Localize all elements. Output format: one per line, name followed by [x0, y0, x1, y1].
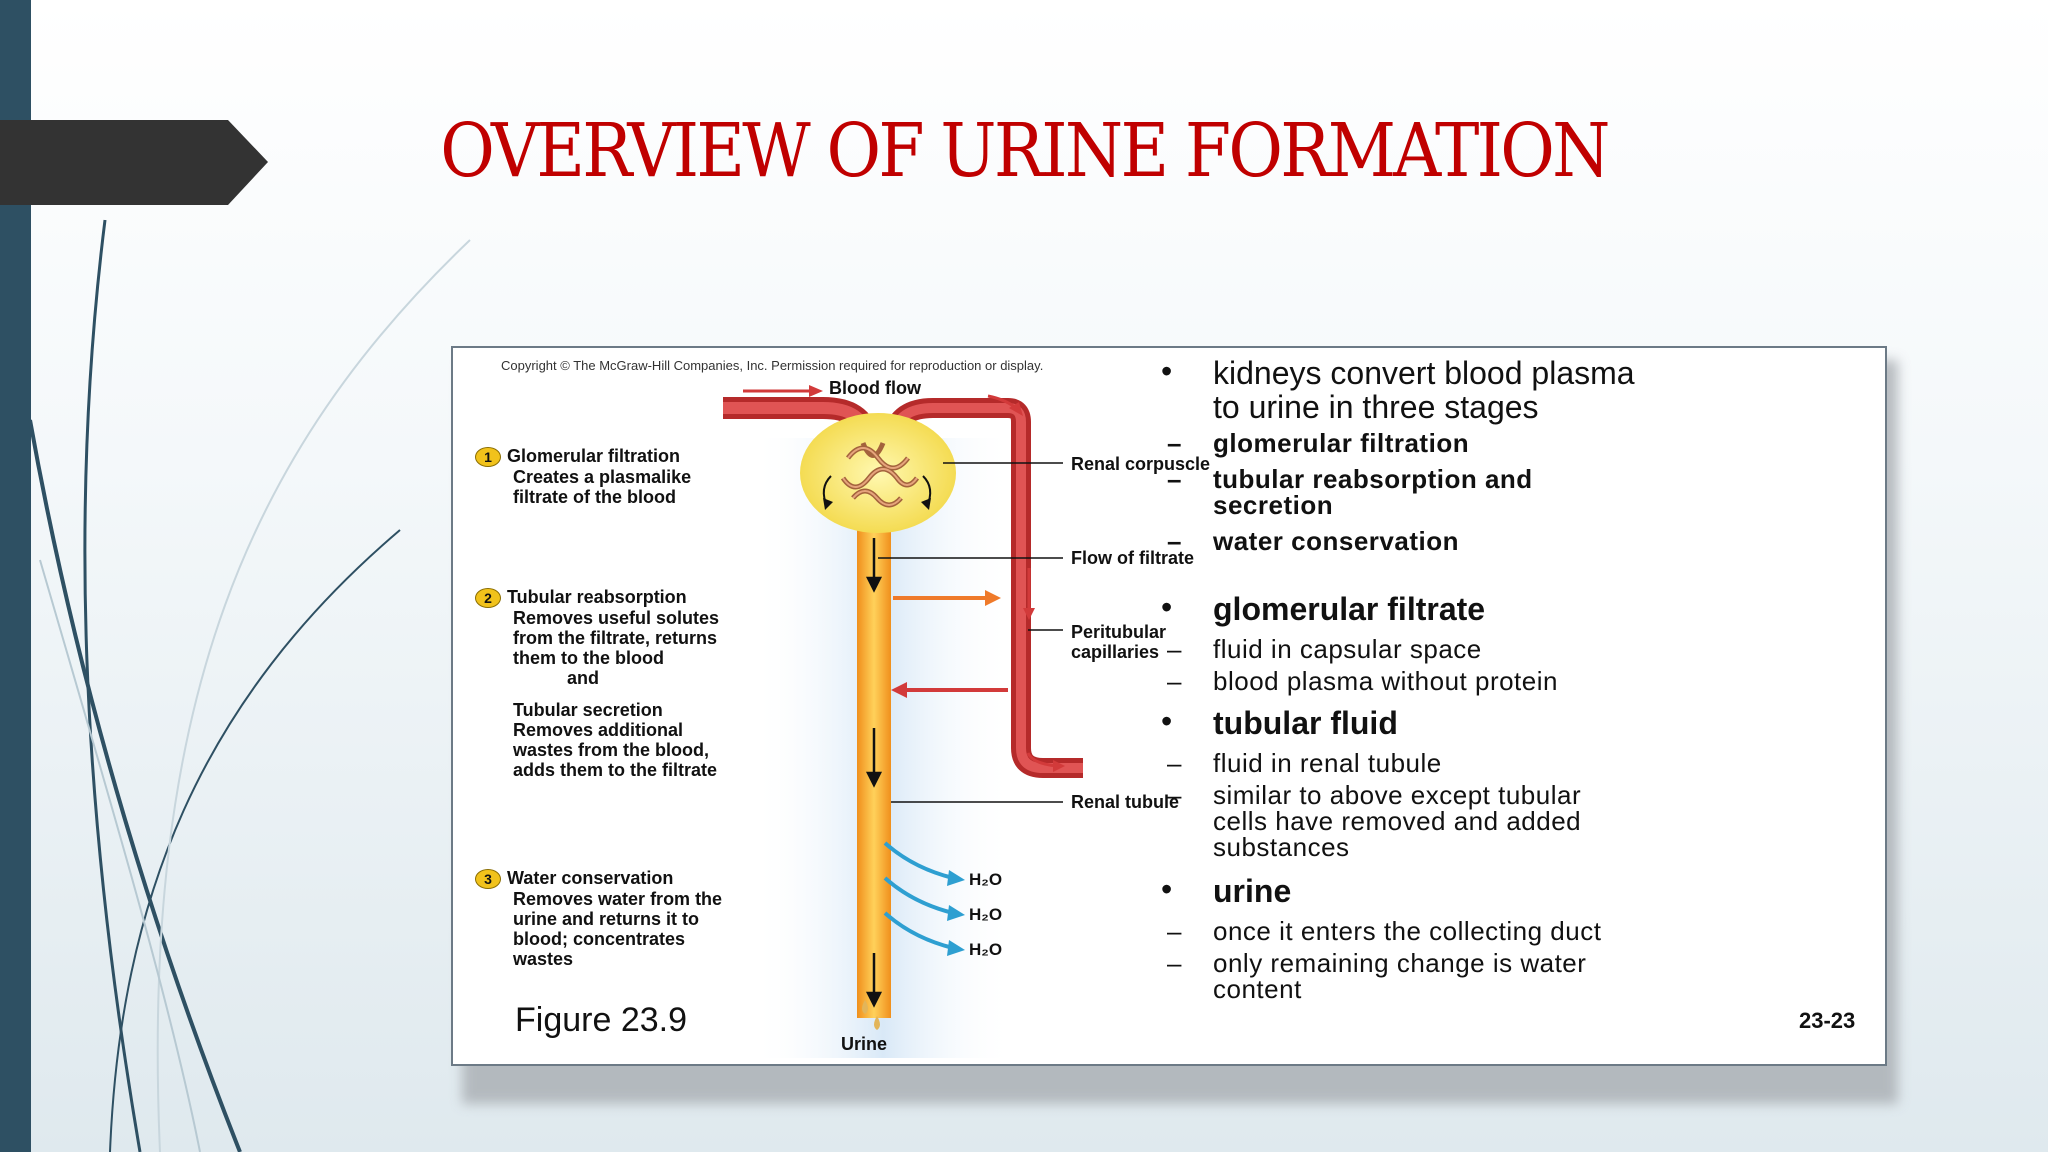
step-2: 2 Tubular reabsorption Removes useful sol… [475, 587, 719, 780]
title-tab-arrow [0, 120, 268, 205]
sub-bullet-text: once it enters the collecting duct [1213, 916, 1602, 946]
dash-icon: – [1167, 464, 1182, 494]
sub-bullet-text: fluid in renal tubule [1213, 748, 1442, 778]
sub-bullet: – once it enters the collecting duct [1167, 916, 1602, 946]
step-3-line: urine and returns it to [513, 909, 700, 929]
slide-title: OVERVIEW OF URINE FORMATION [440, 108, 1610, 194]
step-2-title: Tubular reabsorption [507, 587, 687, 607]
step-1-line: filtrate of the blood [513, 487, 676, 507]
flow-of-filtrate-label: Flow of filtrate [1071, 548, 1194, 568]
sub-bullet-text: fluid in capsular space [1213, 634, 1482, 664]
bullet-text: glomerular filtrate [1213, 591, 1486, 627]
step-2-and: and [567, 668, 600, 688]
dash-icon: – [1167, 948, 1182, 978]
nephron-diagram [723, 385, 1083, 1058]
dash-icon: – [1167, 526, 1182, 556]
bullet-text: tubular fluid [1213, 705, 1398, 741]
step-1-line: Creates a plasmalike [513, 467, 692, 487]
page-number: 23-23 [1799, 1008, 1856, 1033]
sub-bullet-text: glomerular filtration [1213, 428, 1470, 458]
bullet-item: • glomerular filtrate [1161, 590, 1486, 627]
peritubular-capillaries-label: Peritubular capillaries [1071, 622, 1166, 662]
sub-bullet: – fluid in capsular space [1167, 634, 1482, 664]
bullet-item: • urine [1161, 872, 1292, 909]
step-2-line: Removes useful solutes [513, 608, 720, 628]
water-arrows [883, 841, 954, 950]
peritubular-line-2: capillaries [1071, 642, 1160, 662]
renal-corpuscle-label: Renal corpuscle [1071, 454, 1211, 474]
step-3-line: wastes [513, 949, 574, 969]
step-3: 3 Water conservation Removes water from t… [475, 868, 722, 969]
glomerular-capsule [800, 413, 956, 533]
sub-bullet-text: similar to above except tubular [1213, 780, 1582, 810]
step-2-secretion-title: Tubular secretion [513, 700, 663, 720]
glomerulus-highlight [842, 447, 918, 506]
bullet-dot-icon: • [1161, 871, 1173, 907]
step-2-line: them to the blood [513, 648, 664, 668]
step-2-number: 2 [475, 588, 501, 608]
step-1-number: 1 [475, 447, 501, 467]
bullet-text: kidneys convert blood plasma [1213, 355, 1635, 391]
step-2-line: adds them to the filtrate [513, 760, 718, 780]
step-3-line: Removes water from the [513, 889, 723, 909]
step-3-number: 3 [475, 869, 501, 889]
sub-bullet: – fluid in renal tubule [1167, 748, 1442, 778]
sub-bullet: – blood plasma without protein [1167, 666, 1558, 696]
step-2-line: wastes from the blood, [513, 740, 710, 760]
sub-bullet-text: cells have removed and added [1213, 806, 1582, 836]
step-2-line: Removes additional [513, 720, 684, 740]
h2o-label-1: H₂O [969, 870, 1003, 889]
dash-icon: – [1167, 916, 1182, 946]
bullet-item: • tubular fluid [1161, 704, 1398, 741]
copyright-notice: Copyright © The McGraw-Hill Companies, I… [501, 358, 1044, 373]
bullet-dot-icon: • [1161, 353, 1173, 389]
urine-label: Urine [841, 1034, 888, 1054]
bullet-dot-icon: • [1161, 703, 1173, 739]
sub-bullet: – glomerular filtration [1167, 428, 1470, 458]
sub-bullet-text: blood plasma without protein [1213, 666, 1558, 696]
renal-tubule-label: Renal tubule [1071, 792, 1180, 812]
step-2-line: from the filtrate, returns [513, 628, 718, 648]
step-1: 1 Glomerular filtration Creates a plasmal… [475, 446, 691, 507]
sub-bullet-text: tubular reabsorption and [1213, 464, 1533, 494]
blood-flow-label: Blood flow [829, 378, 921, 398]
sub-bullet-text: content [1213, 974, 1302, 1004]
h2o-label-2: H₂O [969, 905, 1003, 924]
h2o-label-3: H₂O [969, 940, 1003, 959]
bullet-text: urine [1213, 873, 1292, 909]
dash-icon: – [1167, 428, 1182, 458]
sub-bullet-text: substances [1213, 832, 1350, 862]
dash-icon: – [1167, 634, 1182, 664]
urine-drop [862, 1000, 868, 1014]
figure-frame: Copyright © The McGraw-Hill Companies, I… [451, 346, 1887, 1066]
dash-icon: – [1167, 666, 1182, 696]
sub-bullet: – water conservation [1167, 526, 1459, 556]
sub-bullet-text: only remaining change is water [1213, 948, 1587, 978]
sub-bullet-text: secretion [1213, 490, 1334, 520]
peritubular-line-1: Peritubular [1071, 622, 1167, 642]
sub-bullet-text: water conservation [1213, 526, 1459, 556]
bullet-item: • kidneys convert blood plasma to urine … [1161, 354, 1635, 425]
step-3-title: Water conservation [507, 868, 674, 888]
step-3-line: blood; concentrates [513, 929, 686, 949]
decorative-swooshes [28, 219, 471, 1152]
figure-caption: Figure 23.9 [515, 1001, 687, 1039]
bullet-dot-icon: • [1161, 589, 1173, 625]
step-1-title: Glomerular filtration [507, 446, 681, 466]
bullet-text: to urine in three stages [1213, 389, 1539, 425]
dash-icon: – [1167, 780, 1182, 810]
dash-icon: – [1167, 748, 1182, 778]
